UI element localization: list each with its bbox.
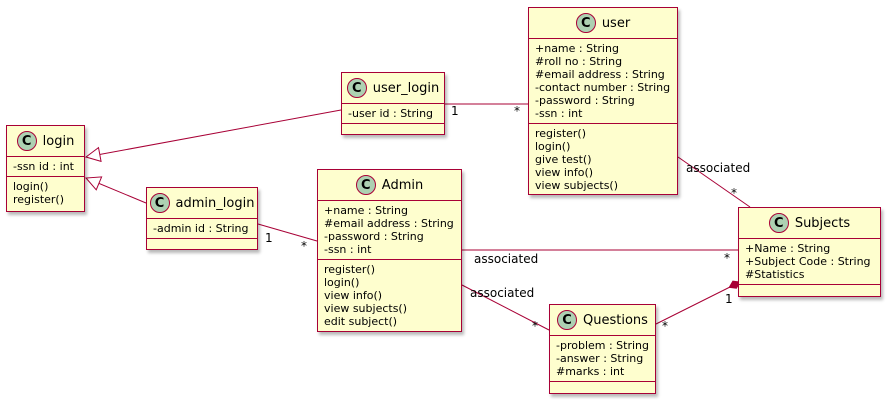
attribute: -admin id : String [153,222,249,235]
attributes-section: -user id : String [342,104,444,124]
attributes-section: -ssn id : int [7,157,84,177]
attributes-section: -problem : String -answer : String #mark… [550,336,655,382]
operation: give test() [535,153,592,166]
class-header: C Questions [550,305,655,336]
attribute: -password : String [535,94,635,107]
attribute: +Name : String [745,242,831,255]
attribute: #marks : int [556,365,625,378]
operations-section [147,239,257,251]
operation: login() [324,276,360,289]
operation: view subjects() [324,302,408,315]
operation: login() [13,180,49,193]
attribute: +name : String [324,204,408,217]
attributes-section: -admin id : String [147,219,257,239]
multiplicity-questions-source: * [662,319,668,333]
attribute: #Statistics [745,268,805,281]
attribute: -ssn id : int [13,160,74,173]
operation: view subjects() [535,179,619,192]
attribute: #email address : String [324,217,454,230]
class-user-login[interactable]: C user_login -user id : String [341,72,445,135]
attribute: #email address : String [535,68,665,81]
class-user[interactable]: C user +name : String #roll no : String … [528,7,678,195]
multiplicity-subjects-from-user: * [731,186,737,200]
class-header: C user [529,8,677,39]
edge-admin-login-admin [257,223,318,242]
class-name: Subjects [794,215,851,231]
edge-user-subjects [677,156,751,208]
operations-section: register() login() view info() view subj… [318,260,461,331]
attribute: -ssn : int [324,243,372,256]
edge-user-login-generalization [86,109,342,157]
association-label-user-subjects: associated [686,161,751,175]
class-header: C user_login [342,73,444,104]
edge-questions-subjects [655,280,741,325]
operation: register() [535,127,587,140]
operation: view info() [535,166,594,179]
edge-admin-login-generalization [86,178,147,204]
attributes-section: +Name : String +Subject Code : String #S… [739,239,880,285]
class-circle-icon: C [557,310,578,330]
operation: view info() [324,289,383,302]
class-name: user_login [372,80,440,96]
class-name: login [42,133,75,149]
edge-admin-questions [461,284,550,331]
class-circle-icon: C [149,193,170,213]
operation: register() [13,193,65,206]
operations-section [739,285,880,297]
class-circle-icon: C [768,213,789,233]
operation: register() [324,263,376,276]
class-login[interactable]: C login -ssn id : int login() register() [6,125,85,212]
class-admin[interactable]: C Admin +name : String #email address : … [317,169,462,332]
class-circle-icon: C [16,131,37,151]
class-header: C admin_login [147,188,257,219]
multiplicity-user-target: * [514,104,520,118]
class-header: C login [7,126,84,157]
attribute: +name : String [535,42,619,55]
attribute: -ssn : int [535,107,583,120]
attribute: -answer : String [556,352,644,365]
class-header: C Admin [318,170,461,201]
operations-section [342,124,444,136]
class-circle-icon: C [355,175,376,195]
attribute: -password : String [324,230,424,243]
class-name: Admin [381,177,424,193]
multiplicity-subjects-composition: 1 [725,292,733,306]
attributes-section: +name : String #roll no : String #email … [529,39,677,124]
attribute: -user id : String [348,107,434,120]
class-name: Questions [583,312,648,328]
attribute: -problem : String [556,339,650,352]
multiplicity-admin-target: * [301,239,307,253]
attribute: +Subject Code : String [745,255,871,268]
class-subjects[interactable]: C Subjects +Name : String +Subject Code … [738,207,881,297]
multiplicity-admin-login-source: 1 [265,231,273,245]
operations-section: register() login() give test() view info… [529,124,677,195]
class-circle-icon: C [575,13,596,33]
class-name: admin_login [175,195,255,211]
multiplicity-user-login-source: 1 [451,104,459,118]
multiplicity-questions-from-admin: * [532,319,538,333]
association-label-admin-questions: associated [470,286,535,300]
class-header: C Subjects [739,208,880,239]
operations-section: login() register() [7,177,84,209]
class-name: user [601,15,631,31]
class-questions[interactable]: C Questions -problem : String -answer : … [549,304,656,394]
class-admin-login[interactable]: C admin_login -admin id : String [146,187,258,250]
attribute: -contact number : String [535,81,671,94]
operation: login() [535,140,571,153]
operation: edit subject() [324,315,398,328]
attribute: #roll no : String [535,55,623,68]
operations-section [550,382,655,394]
class-circle-icon: C [346,78,367,98]
attributes-section: +name : String #email address : String -… [318,201,461,260]
association-label-admin-subjects: associated [474,252,539,266]
multiplicity-subjects-from-admin: * [724,251,730,265]
